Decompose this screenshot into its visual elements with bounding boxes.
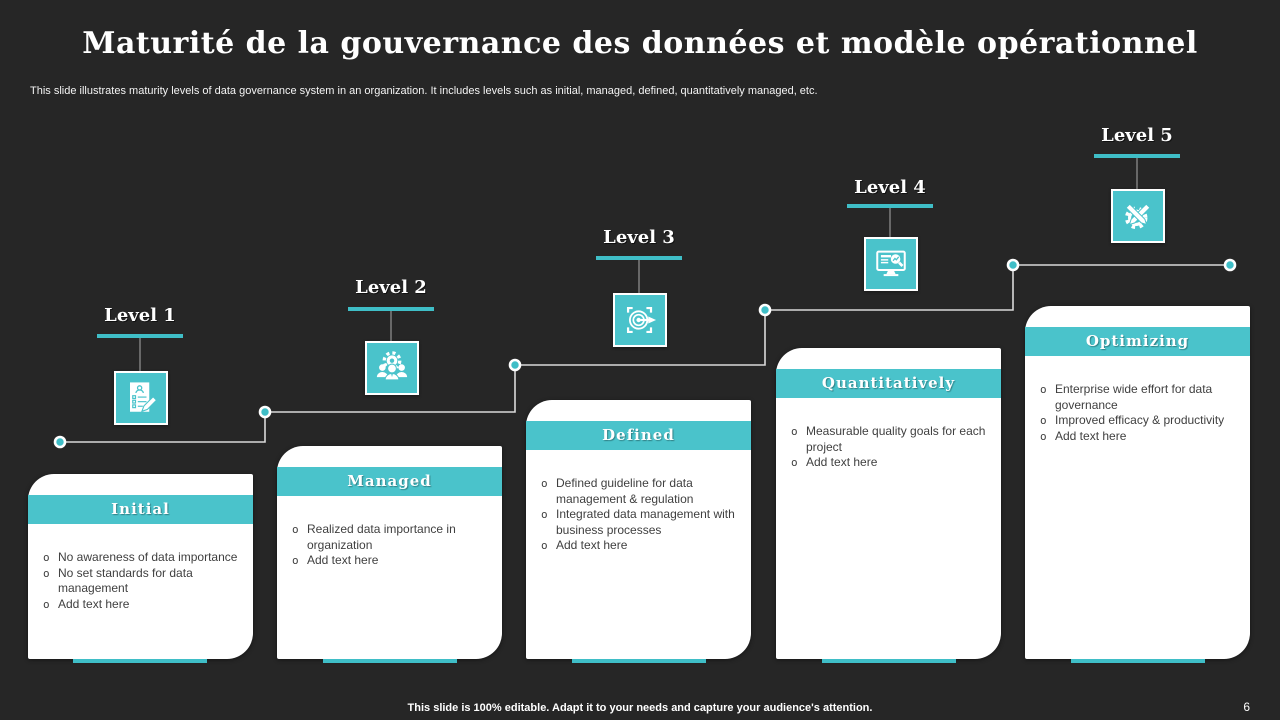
level-5-label: Level 5: [1101, 125, 1173, 146]
page-subtitle: This slide illustrates maturity levels o…: [30, 85, 818, 97]
card-quantitatively-bullet-list: Measurable quality goals for each projec…: [776, 398, 1001, 471]
level-3-tick: [638, 260, 640, 293]
level-3-label: Level 3: [603, 227, 675, 248]
level-2-underline: [348, 307, 434, 311]
card-initial-bullet-list: No awareness of data importanceNo set st…: [28, 524, 253, 612]
card-optimizing-bullet-list: Enterprise wide effort for data governan…: [1025, 356, 1250, 444]
level-2-label: Level 2: [355, 277, 427, 298]
card-managed-bullet-list: Realized data importance in organization…: [277, 496, 502, 569]
bullet-item: Integrated data management with business…: [540, 507, 741, 538]
card-initial: Initial No awareness of data importanceN…: [28, 474, 253, 659]
level-1-icon-box: [114, 371, 168, 425]
card-defined-title: Defined: [526, 421, 751, 450]
level-3-icon-box: [613, 293, 667, 347]
level-4-icon-box: [864, 237, 918, 291]
level-5-tick: [1136, 158, 1138, 189]
level-5-underline: [1094, 154, 1180, 158]
card-managed-strip: [323, 659, 457, 663]
monitor-search-icon: [876, 250, 906, 277]
bullet-item: Add text here: [790, 455, 991, 471]
document-pencil-icon: [130, 382, 158, 413]
card-quantitatively: Quantitatively Measurable quality goals …: [776, 348, 1001, 659]
card-optimizing-title: Optimizing: [1025, 327, 1250, 356]
level-4-tick: [889, 208, 891, 237]
level-1-label: Level 1: [104, 305, 176, 326]
card-quantitatively-strip: [822, 659, 956, 663]
footer-note: This slide is 100% editable. Adapt it to…: [407, 702, 873, 714]
bullet-item: Enterprise wide effort for data governan…: [1039, 382, 1240, 413]
bullet-item: Add text here: [42, 597, 243, 613]
card-optimizing: Optimizing Enterprise wide effort for da…: [1025, 306, 1250, 659]
bullet-item: Defined guideline for data management & …: [540, 476, 741, 507]
card-initial-title: Initial: [28, 495, 253, 524]
bullet-item: Add text here: [540, 538, 741, 554]
page-number: 6: [1243, 700, 1250, 714]
bullet-item: Add text here: [1039, 429, 1240, 445]
card-optimizing-strip: [1071, 659, 1205, 663]
card-defined: Defined Defined guideline for data manag…: [526, 400, 751, 659]
level-3-underline: [596, 256, 682, 260]
gear-pencil-icon: [1124, 203, 1151, 230]
card-defined-bullet-list: Defined guideline for data management & …: [526, 450, 751, 554]
bullet-item: No set standards for data management: [42, 566, 243, 597]
level-2-icon-box: [365, 341, 419, 395]
level-5-icon-box: [1111, 189, 1165, 243]
bullet-item: Add text here: [291, 553, 492, 569]
level-2-tick: [390, 311, 392, 341]
level-4-underline: [847, 204, 933, 208]
target-focus-icon: [626, 306, 657, 334]
bullet-item: Realized data importance in organization: [291, 522, 492, 553]
card-quantitatively-title: Quantitatively: [776, 369, 1001, 398]
card-initial-strip: [73, 659, 207, 663]
bullet-item: No awareness of data importance: [42, 550, 243, 566]
level-1-tick: [139, 338, 141, 371]
card-managed: Managed Realized data importance in orga…: [277, 446, 502, 659]
team-gear-icon: [376, 351, 408, 381]
bullet-item: Improved efficacy & productivity: [1039, 413, 1240, 429]
page-title: Maturité de la gouvernance des données e…: [82, 26, 1198, 61]
level-4-label: Level 4: [854, 177, 926, 198]
bullet-item: Measurable quality goals for each projec…: [790, 424, 991, 455]
card-managed-title: Managed: [277, 467, 502, 496]
card-defined-strip: [572, 659, 706, 663]
level-1-underline: [97, 334, 183, 338]
